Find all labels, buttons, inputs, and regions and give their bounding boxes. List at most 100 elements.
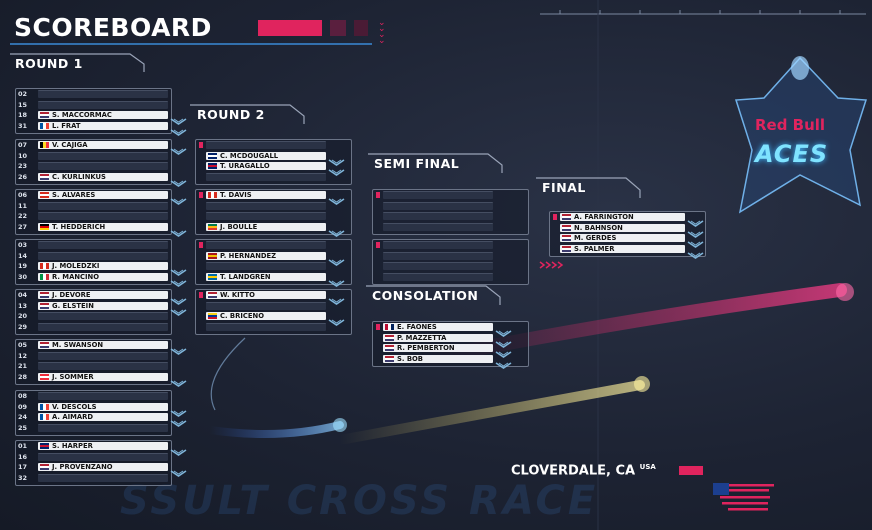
seed-number: 07 [18,141,28,149]
racer-row: 21 [16,362,171,370]
empty-slot [206,241,326,249]
advance-chevron-icon [170,122,187,136]
country-flag-icon [40,263,49,269]
racer-name: V. DESCOLS [52,402,97,411]
racer-name: N. BAHNSON [574,223,623,232]
advance-chevron-icon [170,413,187,427]
empty-slot [206,201,326,210]
racer-row: S. PALMER [550,244,705,259]
advance-chevron-icon [687,213,704,227]
seed-number: 14 [18,251,28,260]
racer-name-bar: J. MOLEDZKI [38,262,168,270]
empty-slot [383,262,493,270]
racer-name-bar: C. MCDOUGALL [206,151,326,160]
advance-chevron-icon [687,234,704,248]
racer-name: S. HARPER [52,442,93,450]
advance-chevron-icon [328,312,345,326]
empty-slot [38,90,168,98]
seed-number: 13 [18,301,28,310]
heat-box [372,239,529,285]
seed-number: 12 [18,351,28,360]
seed-number: 03 [18,241,28,249]
country-flag-icon [40,414,49,420]
empty-slot [38,473,168,482]
heat-accent-marker [199,242,203,248]
empty-slot [38,162,168,170]
round-label-outline [10,53,145,72]
racer-name-bar: J. DEVORE [38,291,168,299]
racer-name: W. KITTO [220,291,255,299]
empty-slot [38,322,168,331]
heat-accent-marker [376,242,380,248]
empty-slot [38,241,168,249]
racer-row [196,172,351,181]
racer-name: J. PROVENZANO [52,463,113,471]
racer-row: R. PEMBERTON [373,344,528,358]
heat-accent-marker [199,142,203,148]
racer-row [196,241,351,249]
empty-slot [38,362,168,370]
location-city: CLOVERDALE, CA [511,463,636,479]
seed-number: 21 [18,362,28,370]
country-flag-icon [40,292,49,298]
empty-slot [38,312,168,320]
country-flag-icon [208,152,217,159]
racer-row: 23 [16,162,171,170]
round-label-outline [366,285,501,305]
racer-row: W. KITTO [196,291,351,305]
racer-name-bar: R. MANCINO [38,272,168,281]
racer-row: N. BAHNSON [550,223,705,238]
empty-slot [206,212,326,220]
advance-chevron-icon [170,273,187,287]
racer-row: 16 [16,452,171,461]
advance-chevron-icon [328,223,345,237]
racer-name-bar: P. MAZZETTA [383,333,493,342]
title-dark-bar [354,20,368,36]
racer-row [373,191,528,199]
racer-name: T. URAGALLO [220,162,270,170]
seed-number: 11 [18,201,28,210]
country-flag-icon [208,223,217,230]
country-flag-icon [40,373,49,380]
racer-row: E. FAONES [373,323,528,337]
racer-name-bar: S. ALVARES [38,191,168,199]
empty-slot [206,172,326,181]
racer-name-bar: J. SOMMER [38,372,168,381]
country-flag-icon [562,245,571,252]
title-accent-bar [258,20,322,36]
empty-slot [206,301,326,310]
empty-slot [206,141,326,149]
advance-chevron-icon [495,334,512,348]
empty-slot [383,272,493,281]
racer-name: S. MACCORMAC [52,111,112,119]
title-dark-bar [330,20,346,36]
seed-number: 31 [18,121,28,130]
empty-slot [38,452,168,461]
heat-accent-marker [199,292,203,298]
racer-row [196,212,351,220]
racer-row: 11 [16,201,171,210]
empty-slot [383,241,493,249]
seed-number: 05 [18,341,28,349]
advance-chevron-icon [328,152,345,166]
racer-name-bar: T. URAGALLO [206,162,326,170]
racer-row [373,201,528,210]
racer-row: A. FARRINGTON [550,213,705,227]
racer-row: 08 [16,392,171,400]
seed-number: 28 [18,372,28,381]
empty-slot [383,191,493,199]
racer-name-bar: V. DESCOLS [38,402,168,411]
advance-chevron-icon [170,291,187,305]
round-label-outline [190,104,305,124]
racer-row [373,251,528,260]
seed-number: 23 [18,162,28,170]
racer-row: 25 [16,423,171,432]
